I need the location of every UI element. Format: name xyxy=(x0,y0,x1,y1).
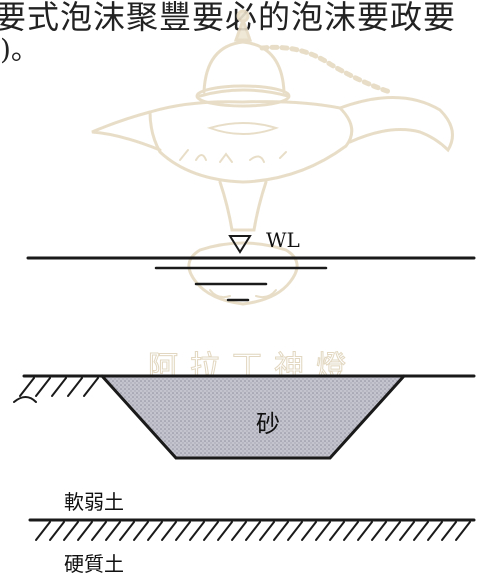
sand-label: 砂 xyxy=(256,410,280,438)
hard-soil-label: 硬質土 xyxy=(64,552,124,576)
header-line-2: )。 xyxy=(0,33,39,66)
header-line-1: 要式泡沫聚豐要必的泡沫要政要 xyxy=(0,0,457,36)
trench-outline xyxy=(100,374,406,460)
hard-soil-hatch xyxy=(35,521,471,541)
water-level-marker xyxy=(228,235,252,254)
soft-soil-label: 軟弱土 xyxy=(64,490,124,514)
header-text: 要式泡沫聚豐要必的泡沫要政要 )。 xyxy=(0,0,478,66)
ground-hatch xyxy=(19,377,99,397)
water-level-label: WL xyxy=(266,228,300,252)
sand-trench-fill xyxy=(102,376,404,458)
